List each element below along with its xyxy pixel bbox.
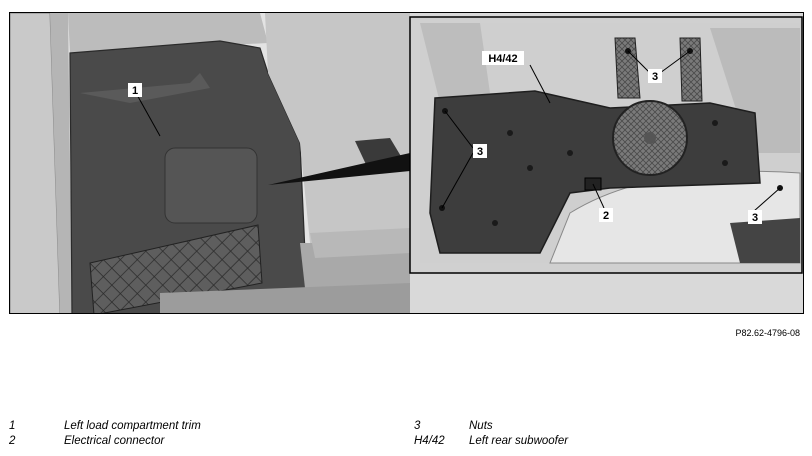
callout-3-left: 3 [473, 144, 487, 158]
legend-key: H4/42 [414, 435, 445, 447]
callout-leaders [135, 50, 781, 212]
legend-desc: Left rear subwoofer [469, 435, 569, 447]
legend-desc: Left load compartment trim [64, 420, 201, 432]
svg-text:3: 3 [652, 71, 658, 83]
load-compartment-scene [10, 13, 410, 313]
callout-1: 1 [128, 83, 142, 97]
svg-text:3: 3 [752, 212, 758, 224]
callout-3-right: 3 [748, 210, 762, 224]
legend-desc: Electrical connector [64, 435, 165, 447]
zoom-inset [409, 16, 803, 274]
legend-key: 1 [9, 420, 16, 432]
svg-text:3: 3 [477, 146, 483, 158]
figure-reference-code: P82.62-4796-08 [735, 328, 800, 338]
legend-key: 2 [9, 435, 16, 447]
legend-key: 3 [414, 420, 421, 432]
callout-3-top: 3 [648, 69, 662, 83]
svg-text:2: 2 [603, 210, 609, 222]
callout-h4-42: H4/42 [482, 51, 524, 65]
svg-text:H4/42: H4/42 [488, 53, 517, 65]
figure-illustration: 1 H4/42 3 3 2 3 [9, 12, 804, 314]
svg-text:1: 1 [132, 85, 138, 97]
illustration-svg: 1 H4/42 3 3 2 3 [10, 13, 803, 313]
callout-2: 2 [599, 208, 613, 222]
legend-desc: Nuts [469, 420, 493, 432]
